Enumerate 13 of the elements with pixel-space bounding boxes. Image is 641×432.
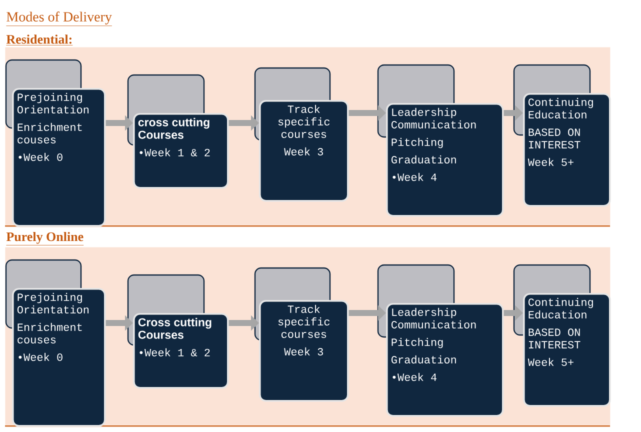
step-box: Prejoining Orientation Enrichment couses •Week 0 [12, 288, 106, 427]
step-box: Continuing Education BASED ON INTEREST Week 5+ [523, 293, 611, 407]
node-label: Purely Online [6, 232, 84, 244]
step-box: Cross cutting Courses •Week 1 & 2 [133, 313, 229, 389]
step-box: Leadership Communication Pitching Graduation •Week 4 [386, 303, 504, 417]
step-box: Track specific courses Week 3 [259, 300, 349, 402]
step-box: cross cutting Courses •Week 1 & 2 [133, 113, 229, 189]
node-label: Residential: [6, 34, 72, 44]
step-box: Track specific courses Week 3 [259, 100, 349, 202]
step-box: Prejoining Orientation Enrichment couses •Week 0 [12, 88, 106, 227]
step-box: Leadership Communication Pitching Graduation •Week 4 [386, 103, 504, 217]
step-box: Continuing Education BASED ON INTEREST Week 5+ [523, 93, 611, 207]
title: Modes of Delivery [6, 12, 112, 26]
